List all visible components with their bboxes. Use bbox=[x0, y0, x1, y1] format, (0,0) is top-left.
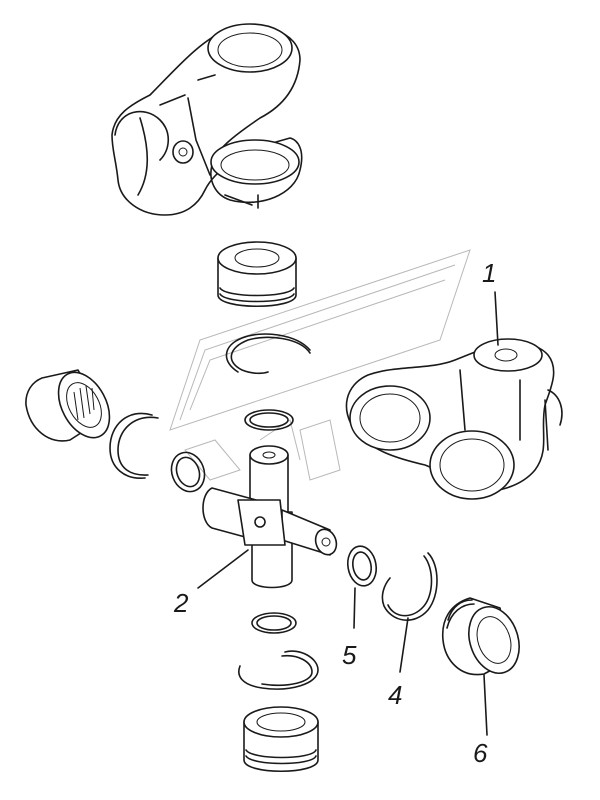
leader-lines bbox=[197, 291, 499, 736]
bottom-seal-ring bbox=[251, 612, 297, 634]
leader-line-5 bbox=[353, 587, 356, 629]
right-circlip bbox=[381, 552, 438, 621]
top-needle-bearing bbox=[217, 241, 297, 307]
leader-line-1 bbox=[494, 291, 499, 346]
leader-line-2 bbox=[197, 549, 249, 589]
top-yoke bbox=[111, 23, 303, 216]
top-circlip bbox=[225, 333, 311, 375]
bottom-circlip bbox=[238, 650, 319, 690]
callout-number-6: 6 bbox=[473, 738, 488, 768]
right-seal-ring bbox=[346, 545, 378, 587]
bottom-needle-bearing bbox=[243, 706, 319, 772]
top-seal-ring bbox=[244, 409, 294, 431]
leader-line-4 bbox=[399, 617, 409, 673]
callout-number-1: 1 bbox=[482, 258, 496, 288]
callout-number-4: 4 bbox=[388, 680, 402, 710]
right-yoke bbox=[345, 338, 563, 500]
leader-line-6 bbox=[483, 674, 488, 736]
left-needle-bearing bbox=[25, 369, 111, 442]
right-needle-bearing bbox=[441, 597, 520, 676]
callout-number-2: 2 bbox=[173, 588, 189, 618]
left-seal-ring bbox=[170, 451, 206, 493]
watermark-logo bbox=[169, 249, 471, 481]
left-circlip bbox=[109, 412, 159, 479]
cross-spider bbox=[202, 445, 338, 589]
callout-number-5: 5 bbox=[342, 640, 357, 670]
callout-labels: 1 2 4 5 6 bbox=[173, 258, 496, 768]
